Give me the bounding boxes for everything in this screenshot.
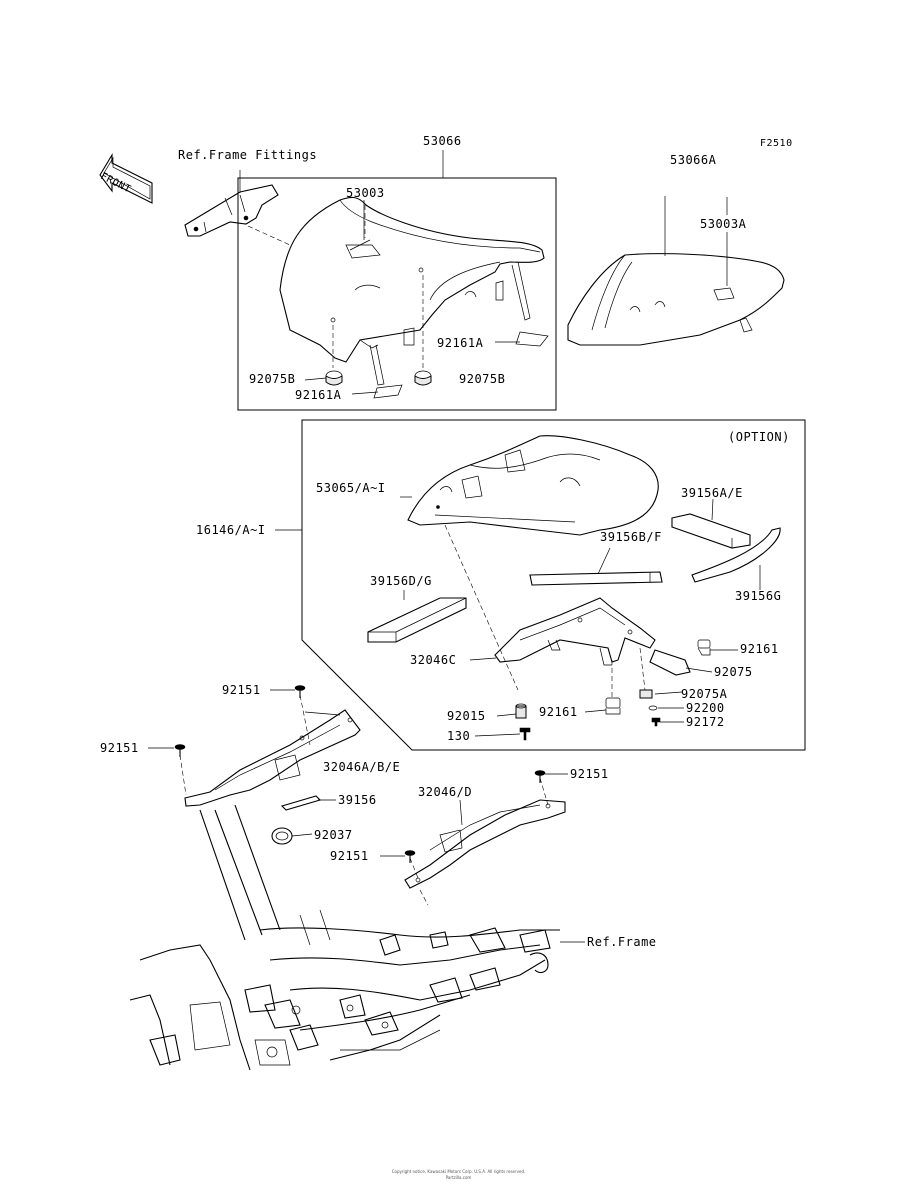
bolt-92151-2 xyxy=(174,744,186,757)
label-53003: 53003 xyxy=(346,186,385,200)
label-39156bf: 39156B/F xyxy=(600,530,662,544)
main-seat-53066 xyxy=(279,196,549,399)
collar-92015 xyxy=(515,703,527,719)
grommet-92075b-left xyxy=(325,370,343,386)
label-92151-2: 92151 xyxy=(100,741,139,755)
bolt-92151-1 xyxy=(294,685,306,698)
label-32046c: 32046C xyxy=(410,653,457,667)
label-92151-3: 92151 xyxy=(570,767,609,781)
cushion-strip-39156 xyxy=(280,795,322,811)
label-53065: 53065/A~I xyxy=(316,481,386,495)
damper-92075a xyxy=(639,689,653,699)
label-16146: 16146/A~I xyxy=(196,523,266,537)
option-group-box xyxy=(301,419,806,751)
bolt-92151-4 xyxy=(404,850,416,863)
label-ref-frame: Ref.Frame xyxy=(587,935,657,949)
label-39156g: 39156G xyxy=(735,589,782,603)
option-label: (OPTION) xyxy=(728,430,790,444)
label-92075a: 92075A xyxy=(681,687,728,701)
clip-92161-option-2 xyxy=(605,697,621,715)
label-92151-4: 92151 xyxy=(330,849,369,863)
label-130: 130 xyxy=(447,729,471,743)
label-53066: 53066 xyxy=(423,134,462,148)
grommet-92075b-right xyxy=(414,370,432,386)
damper-92075 xyxy=(649,649,691,676)
label-92161a-2: 92161A xyxy=(295,388,342,402)
pillion-seat-53066a xyxy=(567,196,785,346)
label-92161-option-1: 92161 xyxy=(740,642,779,656)
leader-lines xyxy=(148,150,761,857)
label-53066a: 53066A xyxy=(670,153,717,167)
bolt-92151-3 xyxy=(534,770,546,783)
label-92075: 92075 xyxy=(714,665,753,679)
label-39156dg: 39156D/G xyxy=(370,574,432,588)
footer-line-1: Copyright notice, Kawasaki Motors Corp. … xyxy=(391,1169,526,1174)
label-92015: 92015 xyxy=(447,709,486,723)
cushion-strip-39156ae xyxy=(671,513,751,549)
label-92075b-left: 92075B xyxy=(249,372,296,386)
label-92161a-1: 92161A xyxy=(437,336,484,350)
footer-line-2: Partzilla.com xyxy=(445,1175,472,1180)
diagram-code: F2510 xyxy=(760,138,793,149)
label-92151-1: 92151 xyxy=(222,683,261,697)
clip-92161-option-1 xyxy=(697,639,711,656)
label-92037: 92037 xyxy=(314,828,353,842)
label-39156: 39156 xyxy=(338,793,377,807)
bracket-32046d xyxy=(404,777,566,906)
label-92075b-right: 92075B xyxy=(459,372,506,386)
cushion-strip-39156g xyxy=(691,527,781,583)
label-32046d: 32046/D xyxy=(418,785,473,799)
washer-92200 xyxy=(648,705,658,711)
label-53003a: 53003A xyxy=(700,217,747,231)
bracket-32046c xyxy=(494,597,656,700)
label-39156ae: 39156A/E xyxy=(681,486,743,500)
motorcycle-frame xyxy=(129,804,585,1071)
label-92161-option-2: 92161 xyxy=(539,705,578,719)
screw-92172 xyxy=(651,717,661,727)
label-92200: 92200 xyxy=(686,701,725,715)
label-ref-frame-fittings: Ref.Frame Fittings xyxy=(178,148,318,162)
seat-group-box xyxy=(237,177,557,411)
front-arrow-icon xyxy=(99,153,153,204)
cushion-strip-39156bf xyxy=(529,571,663,586)
label-32046abe: 32046A/B/E xyxy=(323,760,401,774)
seat-cowl-53065 xyxy=(407,435,659,691)
bolt-130 xyxy=(519,727,531,741)
clamp-92037 xyxy=(271,827,293,845)
bracket-32046abe xyxy=(179,694,361,807)
cushion-block-39156dg xyxy=(367,597,467,643)
frame-fittings-bracket xyxy=(184,170,291,246)
label-92172: 92172 xyxy=(686,715,725,729)
